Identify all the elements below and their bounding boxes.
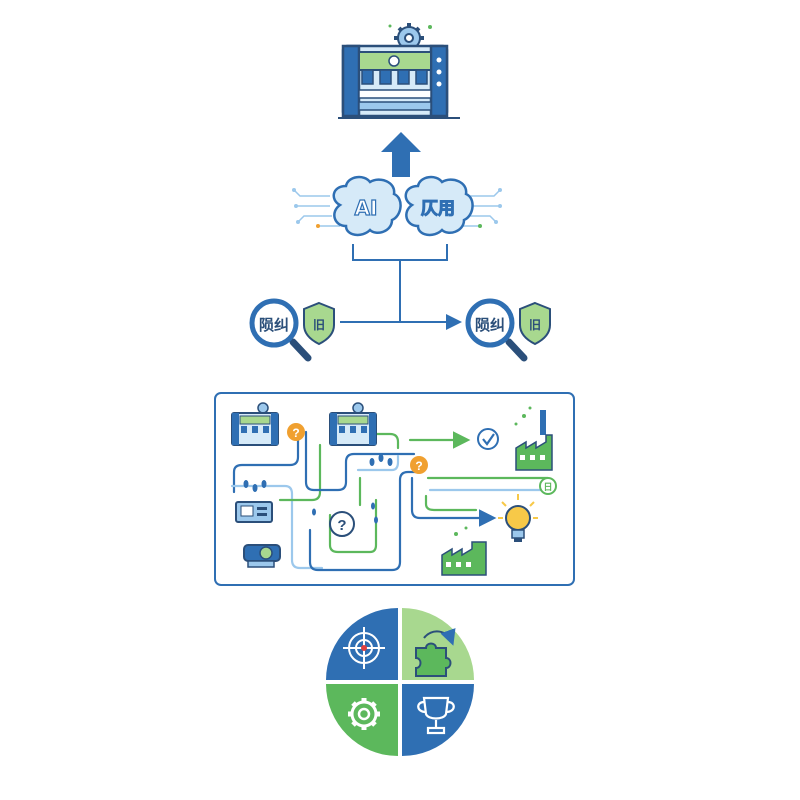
svg-text:?: ? [337, 517, 346, 534]
lens-right: 陨纠 [465, 298, 528, 362]
brain-left-icon [332, 175, 402, 237]
question-marker-3: ? [329, 511, 355, 537]
lens-left: 陨纠 [249, 298, 312, 362]
question-marker-1: ? [287, 423, 305, 441]
badge-icon: 日 [539, 477, 557, 495]
brain-right-label: 仄用 [421, 199, 455, 219]
trophy-icon [417, 696, 455, 735]
gear-icon [348, 698, 380, 730]
lens-right-label: 陨纠 [475, 316, 505, 334]
brain-right: 仄用 [404, 175, 502, 237]
svg-text:?: ? [415, 459, 422, 473]
question-marker-2: ? [410, 456, 428, 474]
brain-left: AI [292, 175, 402, 237]
maze-motor-icon [243, 544, 281, 568]
magnifier-right-icon [465, 298, 515, 348]
top-machine-icon [338, 23, 460, 119]
lightbulb-icon [498, 494, 538, 542]
check-icon [477, 428, 499, 450]
target-icon [343, 627, 385, 669]
brain-connector [340, 244, 462, 330]
maze-machine-2-icon [329, 402, 377, 446]
maze-control-panel-icon [235, 501, 273, 523]
brain-left-label: AI [355, 196, 378, 220]
factory-top-icon [514, 406, 553, 471]
svg-text:日: 日 [543, 482, 552, 493]
shield-left-label: 旧 [313, 318, 325, 332]
footprints [243, 454, 393, 524]
svg-text:?: ? [292, 426, 299, 440]
shield-right-label: 旧 [529, 318, 541, 332]
shield-left: 旧 [303, 301, 335, 346]
up-arrow-icon [381, 132, 421, 177]
brain-right-icon [404, 175, 474, 237]
magnifier-left-icon [249, 298, 299, 348]
quadrant-top-left [326, 608, 398, 680]
quadrant-circle [326, 608, 474, 756]
maze-machine-1-icon [231, 402, 279, 446]
factory-bottom-icon [441, 526, 487, 576]
lens-left-label: 陨纠 [259, 316, 289, 334]
shield-right-icon [519, 301, 551, 346]
puzzle-icon [415, 627, 456, 677]
shield-right: 旧 [519, 301, 551, 346]
maze-panel: ? ? ? [214, 392, 575, 586]
shield-left-icon [303, 301, 335, 346]
quadrant-bottom-right [402, 684, 474, 756]
